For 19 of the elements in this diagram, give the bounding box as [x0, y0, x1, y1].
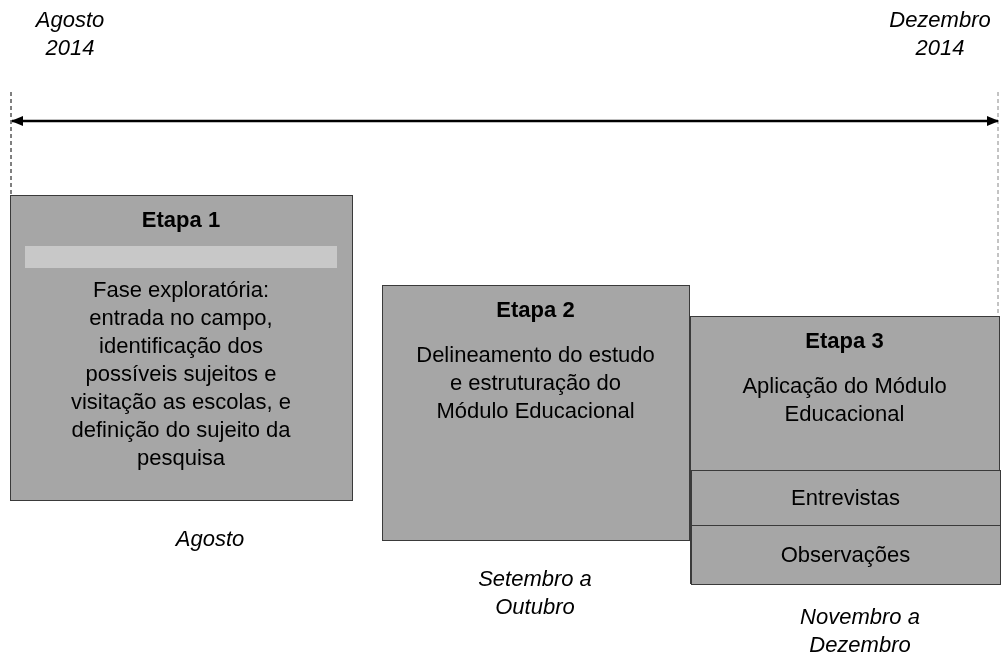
- stage-activity: Entrevistas: [790, 483, 901, 512]
- period-label: Setembro a Outubro: [477, 565, 593, 621]
- stage-heading: Etapa 1: [140, 206, 222, 234]
- period-label: Agosto: [174, 525, 246, 553]
- stage-box: [10, 195, 353, 501]
- date-label: Dezembro 2014: [888, 6, 992, 62]
- stage-box: [382, 285, 690, 541]
- stage-activity: Observações: [779, 540, 912, 569]
- date-label: Agosto 2014: [34, 6, 106, 62]
- divider-bar: [25, 246, 337, 268]
- stage-box: [690, 316, 1000, 584]
- stage-description: Aplicação do Módulo Educacional: [741, 372, 948, 428]
- period-label: Novembro a Dezembro: [799, 603, 921, 659]
- stage-description: Fase exploratória: entrada no campo, identificação dos possíveis sujeitos e visitação as escolas, e definição do sujeito da pesquisa: [69, 276, 293, 472]
- stage-heading: Etapa 3: [804, 327, 885, 355]
- stage-description: Delineamento do estudo e estruturação do Módulo Educacional: [415, 341, 656, 425]
- stage-box: [691, 470, 1001, 526]
- stage-box: [691, 525, 1001, 585]
- stage-heading: Etapa 2: [495, 296, 576, 324]
